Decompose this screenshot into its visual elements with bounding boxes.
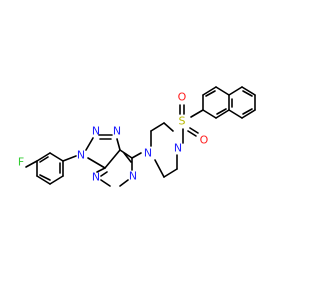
atom-n-triazole-2: N bbox=[92, 125, 100, 138]
bond bbox=[87, 157, 106, 169]
bond bbox=[36, 175, 51, 185]
bond bbox=[104, 149, 121, 169]
bonds bbox=[25, 86, 256, 187]
atom-oxygen-top: O bbox=[178, 91, 187, 104]
bond bbox=[49, 152, 64, 162]
atom-oxygen-bottom: O bbox=[200, 134, 209, 147]
bond bbox=[215, 86, 230, 96]
bond bbox=[163, 122, 174, 132]
bond bbox=[215, 109, 230, 119]
bond-inner bbox=[242, 108, 253, 115]
bond-inner bbox=[39, 156, 49, 163]
bond bbox=[131, 152, 142, 159]
bond-double bbox=[100, 171, 108, 177]
bond-inner bbox=[242, 90, 253, 97]
bond bbox=[241, 86, 256, 96]
bond-s-c bbox=[190, 109, 204, 118]
bond-aryl-n bbox=[62, 155, 77, 162]
bond bbox=[36, 152, 51, 162]
bond-double bbox=[123, 152, 132, 163]
atom-n-pyrimidine-1: N bbox=[129, 170, 137, 183]
bond-inner bbox=[216, 108, 227, 115]
molecule-structure: F N N N N N N N S O O bbox=[18, 86, 256, 187]
bond bbox=[150, 122, 165, 132]
bond bbox=[241, 109, 256, 119]
atom-n-triazole-3: N bbox=[113, 125, 121, 138]
bond bbox=[96, 167, 106, 173]
bond bbox=[163, 168, 178, 178]
atom-labels: F N N N N N N N S O O bbox=[18, 91, 209, 184]
bond bbox=[154, 159, 165, 178]
bond-inner bbox=[39, 174, 51, 181]
bond-s-o bbox=[189, 127, 199, 134]
bond-inner bbox=[205, 90, 216, 97]
bond bbox=[202, 109, 217, 119]
atom-n-piperazine-1: N bbox=[144, 147, 152, 160]
bond bbox=[100, 179, 111, 187]
bond bbox=[116, 138, 121, 151]
atom-sulfur: S bbox=[179, 115, 186, 128]
bond bbox=[85, 137, 94, 151]
bond bbox=[228, 109, 243, 119]
bond bbox=[202, 86, 217, 96]
atom-n-piperazine-2: N bbox=[174, 142, 182, 155]
bond-s-o bbox=[187, 130, 197, 137]
bond bbox=[228, 86, 243, 96]
atom-n-triazole-1: N bbox=[77, 149, 85, 162]
atom-fluorine: F bbox=[18, 156, 24, 169]
bond bbox=[119, 149, 133, 159]
molecule-diagram: F N N N N N N N S O O bbox=[18, 86, 256, 187]
bond-c-f bbox=[25, 160, 38, 168]
bond bbox=[49, 175, 64, 185]
atom-n-pyrimidine-2: N bbox=[92, 171, 100, 184]
bond bbox=[119, 179, 129, 187]
